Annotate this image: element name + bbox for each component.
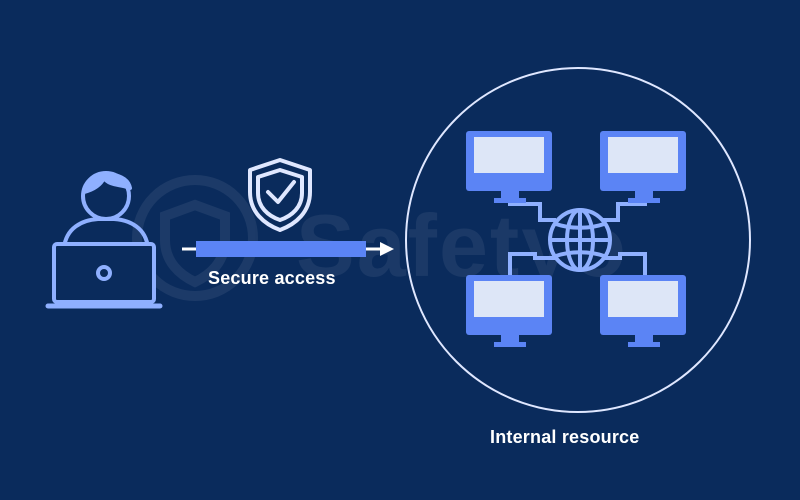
internal-resource-label: Internal resource [490, 427, 640, 447]
shield-check-icon [248, 158, 312, 232]
user-laptop-icon [45, 171, 163, 309]
globe-icon [548, 208, 612, 272]
resource-circle [405, 67, 751, 413]
secure-access-arrow [182, 241, 394, 257]
monitor-icon [600, 131, 686, 203]
monitor-icon [466, 131, 552, 203]
monitor-icon [466, 275, 552, 347]
monitor-icon [600, 275, 686, 347]
secure-access-label: Secure access [208, 268, 336, 288]
